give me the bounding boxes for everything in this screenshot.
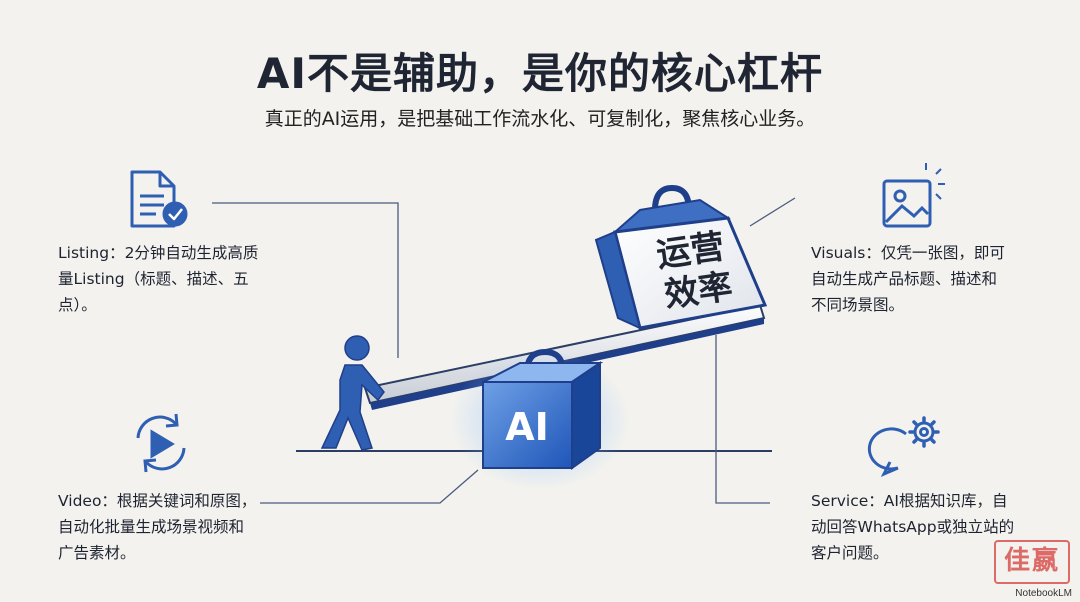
page-title: AI不是辅助，是你的核心杠杆 bbox=[256, 49, 824, 98]
page-subtitle: 真正的AI运用，是把基础工作流水化、可复制化，聚焦核心业务。 bbox=[264, 108, 816, 130]
ai-fulcrum: AI bbox=[450, 348, 630, 490]
notebooklm-credit: NotebookLM bbox=[1015, 588, 1072, 599]
service-description: Service：AI根据知识库，自 动回答WhatsApp或独立站的 客户问题。 bbox=[811, 492, 1015, 562]
watermark-stamp: 佳嬴 bbox=[994, 540, 1070, 584]
ai-label: AI bbox=[505, 405, 549, 449]
connector-video bbox=[260, 469, 479, 504]
video-description: Video：根据关键词和原图， 自动化批量生成场景视频和 广告素材。 bbox=[58, 492, 257, 562]
document-check-icon bbox=[130, 170, 188, 228]
image-icon bbox=[882, 163, 945, 228]
chat-gear-icon bbox=[867, 416, 940, 477]
weight-line1: 运营 bbox=[654, 227, 727, 276]
video-refresh-icon bbox=[136, 413, 186, 473]
visuals-description: Visuals：仅凭一张图，即可 自动生成产品标题、描述和 不同场景图。 bbox=[811, 244, 1005, 314]
weight-line2: 效率 bbox=[662, 267, 735, 316]
listing-description: Listing：2分钟自动生成高质 量Listing（标题、描述、五 点）。 bbox=[58, 244, 259, 314]
efficiency-weight: 运营 效率 bbox=[594, 184, 768, 330]
connector-listing bbox=[212, 202, 399, 358]
person-figure bbox=[320, 335, 385, 451]
connector-lines bbox=[212, 197, 796, 504]
connector-service bbox=[715, 335, 770, 504]
connector-visuals bbox=[749, 197, 796, 227]
